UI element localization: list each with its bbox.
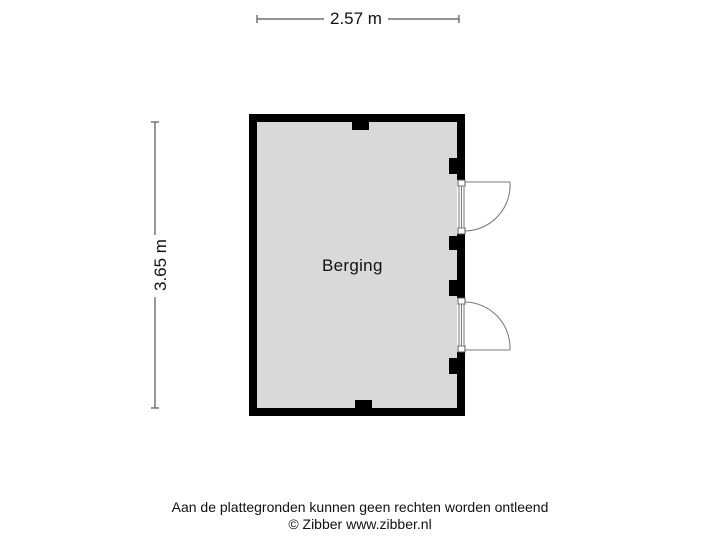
room-label-berging: Berging xyxy=(322,256,383,275)
room-floor-berging xyxy=(257,122,457,408)
door-upper xyxy=(457,179,511,235)
walls xyxy=(249,114,465,416)
door-lower xyxy=(457,297,511,353)
height-dimension-label: 3.65 m xyxy=(151,235,171,297)
width-dimension-label: 2.57 m xyxy=(324,9,388,29)
copyright-text: © Zibber www.zibber.nl xyxy=(288,516,432,532)
disclaimer-text: Aan de plattegronden kunnen geen rechten… xyxy=(171,499,549,515)
